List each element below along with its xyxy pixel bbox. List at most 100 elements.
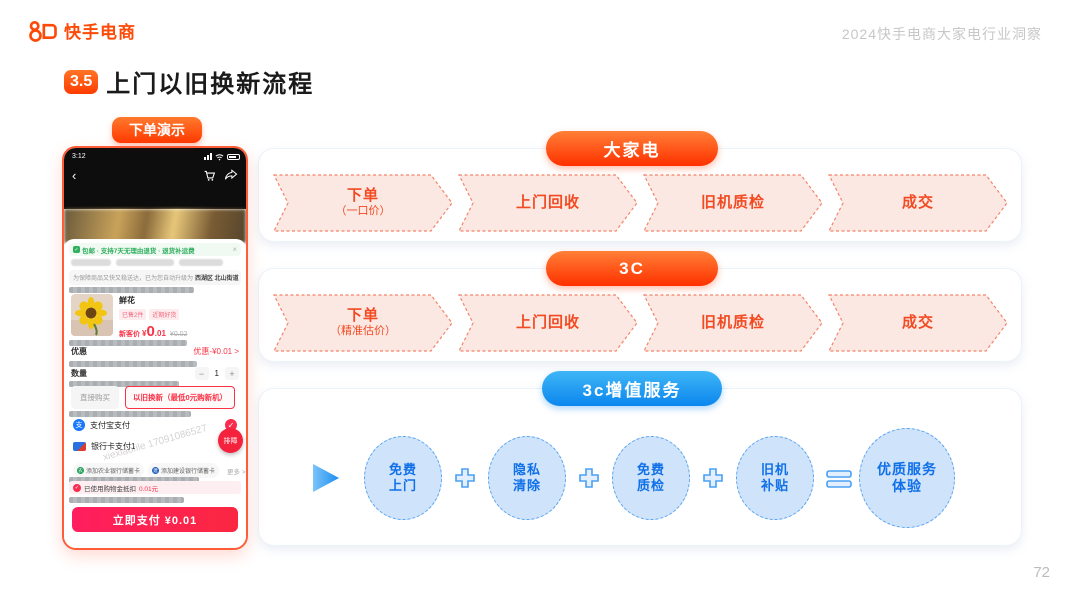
quantity-plus-button[interactable]: + <box>225 367 239 380</box>
more-link[interactable]: 更多 > <box>227 468 246 476</box>
troubleshoot-float-button[interactable]: 排障 <box>218 428 243 453</box>
step-title: 下单 <box>346 307 379 325</box>
direct-buy-button[interactable]: 直接购买 <box>71 386 119 409</box>
plus-icon <box>455 468 475 488</box>
page-number: 72 <box>1033 564 1050 581</box>
add-ccb-card-chip[interactable]: 建 添加建设银行储蓄卡 <box>148 463 220 478</box>
service-label: 补贴 <box>760 478 789 493</box>
phone-nav-bar: ‹ <box>72 166 238 184</box>
guarantee-icon: ✓ <box>73 246 80 253</box>
service-item-free-visit: 免费 上门 <box>364 436 442 520</box>
chevron-shape <box>458 294 638 352</box>
step-title: 成交 <box>901 194 934 211</box>
section-number-badge: 3.5 <box>64 69 99 94</box>
step-title: 成交 <box>901 314 934 331</box>
service-label: 清除 <box>512 478 541 493</box>
add-ccb-card-label: 添加建设银行储蓄卡 <box>161 469 216 475</box>
quantity-value: 1 <box>214 369 219 378</box>
phone-screenshot: 3:12 ‹ ✓ 包邮 · 支持7天无理由退货 · 退货补运费 × 为保障商品又… <box>62 146 248 550</box>
chevron-shape <box>828 294 1008 352</box>
flow-steps-appliance: 下单（一口价） 上门回收 旧机质检 成交 <box>271 173 1010 233</box>
services-header: 3c增值服务 <box>542 371 722 406</box>
service-label: 旧机 <box>760 462 789 478</box>
quantity-label: 数量 <box>71 369 87 378</box>
service-label: 质检 <box>636 478 665 493</box>
check-icon: ✓ <box>73 483 81 492</box>
pay-now-button[interactable]: 立即支付 ¥0.01 <box>72 507 238 532</box>
service-label: 上门 <box>388 478 417 493</box>
abc-bank-icon: 农 <box>77 467 84 474</box>
slide-title: 3.5 上门以旧换新流程 <box>64 64 314 99</box>
bankcard-row[interactable]: 银行卡支付1 <box>73 441 237 452</box>
bankcard-icon <box>73 442 86 451</box>
services-card: 免费 上门 隐私 清除 免费 质检 旧机 补贴 优质服务 体验 <box>258 388 1022 546</box>
flow-header-3c: 3C <box>546 251 718 286</box>
service-label: 隐私 <box>512 462 541 478</box>
flow-step: 成交 <box>826 173 1010 233</box>
service-label: 免费 <box>636 462 665 478</box>
price-label: 新客价 <box>119 331 140 338</box>
product-row[interactable]: 鲜花 已售2件 近期好货 新客价 ¥ 0 .01 ¥0.02 <box>71 294 239 339</box>
step-title: 下单 <box>346 187 379 205</box>
coupon-value: 优惠-¥0.01 > <box>193 347 239 356</box>
product-video-frame <box>64 209 246 243</box>
purchase-panel: ✓ 包邮 · 支持7天无理由退货 · 退货补运费 × 为保障商品又快又稳送达，已… <box>64 239 246 548</box>
alipay-row[interactable]: 支 支付宝支付 ✓ <box>73 419 237 431</box>
price-decimal: .01 <box>154 329 166 338</box>
quality-tag: 近期好货 <box>149 309 180 320</box>
deduction-row[interactable]: ✓ 已使用购物金抵扣 0.01元 <box>69 481 241 494</box>
debug-label-bar <box>69 497 184 503</box>
wifi-icon <box>215 153 224 160</box>
deduction-value: 0.01元 <box>139 485 159 493</box>
debug-label-bar <box>69 411 191 417</box>
delivery-location: 西湖区 北山街道 <box>195 276 239 282</box>
quantity-minus-button[interactable]: − <box>194 367 209 380</box>
add-abc-card-label: 添加农业银行储蓄卡 <box>86 469 141 475</box>
order-demo-label: 下单演示 <box>112 117 202 143</box>
flow-step: 下单（一口价） <box>271 173 455 233</box>
flow-header-appliance: 大家电 <box>546 131 718 166</box>
battery-icon <box>227 153 240 160</box>
shipping-banner: ✓ 包邮 · 支持7天无理由退货 · 退货补运费 × <box>69 243 241 256</box>
alipay-label: 支付宝支付 <box>90 420 130 430</box>
equals-icon <box>826 470 852 488</box>
service-item-privacy-wipe: 隐私 清除 <box>488 436 566 520</box>
play-icon <box>313 464 339 492</box>
debug-label-bar <box>69 287 194 293</box>
page-title: 上门以旧换新流程 <box>106 71 315 98</box>
flow-step: 旧机质检 <box>641 293 825 353</box>
tradein-buy-button[interactable]: 以旧换新（最低0元购新机） <box>125 386 236 409</box>
ccb-bank-icon: 建 <box>152 467 160 474</box>
cart-icon[interactable] <box>203 169 216 182</box>
delivery-notice: 为保障商品又快又稳送达，已为您自动升级为 西湖区 北山街道 <box>69 270 241 285</box>
add-abc-card-chip[interactable]: 农 添加农业银行储蓄卡 <box>73 463 145 478</box>
step-title: 旧机质检 <box>700 314 765 331</box>
flow-step: 旧机质检 <box>641 173 825 233</box>
debug-label-bar <box>69 381 179 387</box>
flow-step: 上门回收 <box>456 173 640 233</box>
flow-step: 上门回收 <box>456 293 640 353</box>
sunflower-image <box>71 294 113 336</box>
kuaishou-logo-icon <box>29 20 57 42</box>
back-icon[interactable]: ‹ <box>72 167 77 183</box>
phone-status-bar: 3:12 <box>72 151 240 162</box>
close-icon[interactable]: × <box>232 245 237 254</box>
chevron-shape <box>458 174 638 232</box>
blurred-options-row <box>71 259 239 267</box>
sales-tag: 已售2件 <box>119 309 147 320</box>
share-icon[interactable] <box>224 169 238 181</box>
brand-logo: 快手电商 <box>28 18 136 43</box>
report-title: 2024快手电商大家电行业洞察 <box>841 26 1042 42</box>
step-sub: （一口价） <box>335 205 391 218</box>
service-result-label: 优质服务 <box>877 461 937 478</box>
shipping-banner-text: 包邮 · 支持7天无理由退货 · 退货补运费 <box>82 247 195 255</box>
brand-name: 快手电商 <box>64 23 136 42</box>
chevron-shape <box>643 174 823 232</box>
signal-icon <box>204 153 212 160</box>
coupon-row[interactable]: 优惠 优惠-¥0.01 > <box>71 346 239 357</box>
delivery-notice-text: 为保障商品又快又稳送达，已为您自动升级为 <box>73 276 194 282</box>
coupon-label: 优惠 <box>71 347 87 356</box>
debug-label-bar <box>69 361 197 367</box>
flow-step: 下单（精准估价） <box>271 293 455 353</box>
product-name: 鲜花 <box>119 296 135 305</box>
